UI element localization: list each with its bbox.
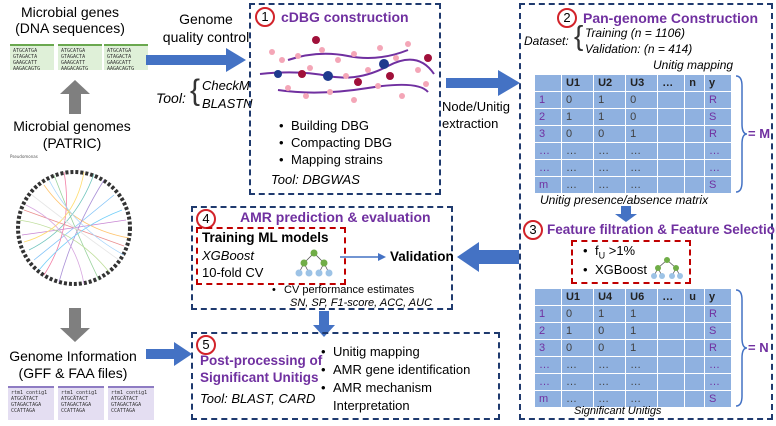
svg-text:Pseudomonas: Pseudomonas (10, 154, 38, 159)
step5-bullet-gene: AMR gene identification (321, 362, 470, 377)
genome-info-title: Genome Information (GFF & FAA files) (9, 348, 137, 381)
step3-title: Feature filtration & Feature Selection (547, 222, 776, 237)
step5-bullet-interpretation: Interpretation (333, 398, 410, 413)
step5-number: 5 (196, 335, 216, 355)
step4-number: 4 (196, 209, 216, 229)
step2-box (519, 3, 773, 420)
validation-arrow-icon (340, 253, 386, 261)
qc-tool-label: Tool: (156, 90, 186, 106)
genomes-title: Microbial genomes (PATRIC) (13, 118, 131, 151)
tree-icon (295, 249, 333, 277)
step1-number: 1 (255, 7, 275, 27)
dataset-training: Training (n = 1106) (585, 26, 685, 40)
dbg-graph-image (259, 36, 435, 103)
qc-arrow-icon (146, 48, 246, 72)
feature-criteria-box (571, 240, 691, 284)
matrix-n-brace-icon (735, 289, 748, 407)
step1-bullet-compacting: Compacting DBG (279, 135, 392, 150)
step5-bullet-mechanism: AMR mechanism (321, 380, 432, 395)
table-row: …………… (534, 159, 732, 177)
step2-down-arrow-icon (615, 206, 637, 222)
matrix-m-footer: Unitig presence/absence matrix (540, 193, 709, 207)
node-unitig-arrow-icon (446, 70, 520, 96)
training-box (196, 227, 346, 285)
step5-bullet-mapping: Unitig mapping (321, 344, 420, 359)
step1-bullet-mapping: Mapping strains (279, 152, 383, 167)
cv-metrics: SN, SP, F1-score, ACC, AUC (290, 297, 433, 309)
step4-title: AMR prediction & evaluation (240, 209, 431, 225)
table-row: m………S (534, 176, 732, 194)
dataset-brace: { (574, 20, 584, 51)
step5-title: Post-processing of Significant Unitigs (200, 353, 323, 385)
step3-number: 3 (523, 220, 543, 240)
matrix-m-brace-icon (735, 75, 748, 193)
criterion-xgboost: XGBoost (583, 262, 647, 277)
step4-to-step5-arrow-icon (313, 311, 335, 337)
table-row: …………… (534, 373, 732, 391)
matrix-n-label: = N (748, 340, 769, 355)
step2-number: 2 (557, 8, 577, 28)
step1-tool: Tool: DBGWAS (271, 172, 360, 187)
step1-bullet-building: Building DBG (279, 118, 369, 133)
step5-box (191, 332, 500, 420)
qc-label: Genome quality control (162, 11, 250, 45)
genome-info-arrow-icon (146, 342, 192, 366)
validation-label: Validation (390, 249, 454, 264)
genes-title: Microbial genes (DNA sequences) (15, 4, 125, 36)
step1-box (249, 3, 441, 195)
training-model: XGBoost (202, 248, 255, 263)
qc-tool-brace: { (190, 74, 201, 107)
step5-tool: Tool: BLAST, CARD (200, 391, 316, 406)
matrix-n-footer: Significant Unitigs (574, 405, 662, 417)
tree-icon (651, 257, 683, 279)
node-unitig-label: Node/Unitig extraction (442, 99, 510, 131)
step2-title: Pan-genome Construction (583, 10, 759, 26)
table-row: …………… (534, 356, 732, 374)
table-row: m………S (534, 390, 732, 408)
training-cv: 10-fold CV (202, 265, 264, 280)
cv-estimates: CV performance estimates (272, 284, 414, 296)
dataset-label: Dataset: (524, 34, 569, 48)
matrix-m-label: = M (748, 126, 771, 141)
step3-to-step4-arrow-icon (457, 242, 519, 272)
table-row: …………… (534, 142, 732, 160)
qc-tool-checkm: CheckM (202, 78, 250, 93)
down-arrow-icon (60, 308, 90, 342)
training-title: Training ML models (202, 230, 329, 245)
up-arrow-icon (60, 80, 90, 114)
dataset-validation: Validation: (n = 414) (585, 42, 693, 56)
matrix-m-caption: Unitig mapping (653, 58, 734, 72)
step1-title: cDBG construction (281, 9, 409, 25)
qc-tool-blastn: BLASTN (202, 96, 253, 111)
circos-plot-image: Pseudomonas (10, 154, 132, 286)
step4-box (191, 206, 453, 310)
criterion-fu: fU >1% (583, 243, 635, 261)
